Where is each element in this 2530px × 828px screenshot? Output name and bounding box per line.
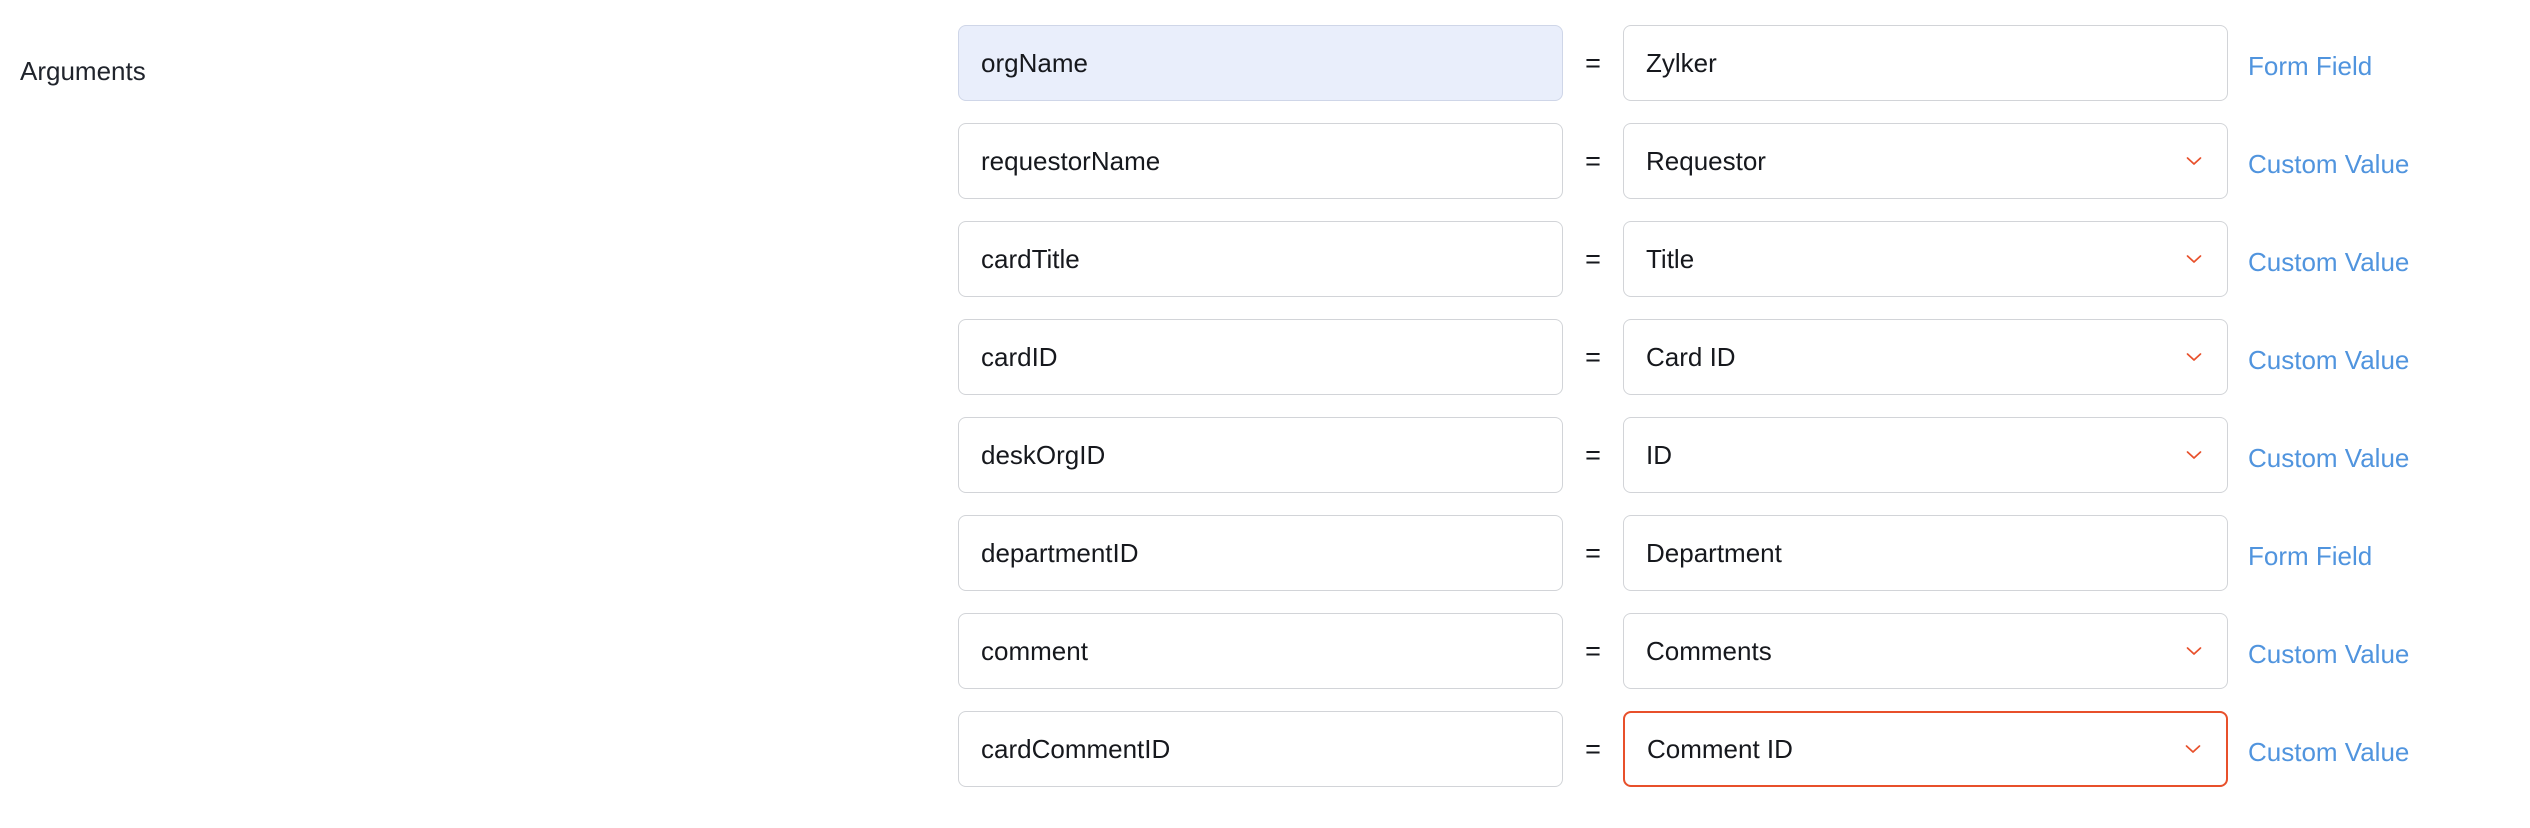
argument-type-link[interactable]: Custom Value (2248, 639, 2410, 669)
equals-symbol: = (1585, 48, 1601, 78)
equals-symbol: = (1585, 636, 1601, 666)
argument-key-input[interactable]: cardCommentID (958, 711, 1563, 787)
argument-value-text: Card ID (1646, 342, 1736, 372)
chevron-down-icon[interactable] (2182, 738, 2204, 760)
equals-symbol: = (1585, 538, 1601, 568)
argument-value-text: Department (1646, 538, 1782, 568)
argument-row: cardID = Card ID Custom Value (958, 319, 2498, 395)
argument-key-text: comment (981, 636, 1088, 666)
argument-type-link[interactable]: Custom Value (2248, 443, 2410, 473)
argument-key-text: departmentID (981, 538, 1139, 568)
argument-type-link[interactable]: Custom Value (2248, 149, 2410, 179)
argument-value-text: Zylker (1646, 48, 1717, 78)
argument-value-dropdown[interactable]: ID (1623, 417, 2228, 493)
argument-value-input[interactable]: Department (1623, 515, 2228, 591)
argument-row: cardTitle = Title Custom Value (958, 221, 2498, 297)
argument-type-link[interactable]: Custom Value (2248, 345, 2410, 375)
argument-key-text: cardCommentID (981, 734, 1171, 764)
argument-key-input[interactable]: departmentID (958, 515, 1563, 591)
argument-key-input[interactable]: cardID (958, 319, 1563, 395)
argument-type-link[interactable]: Form Field (2248, 541, 2373, 571)
argument-type-link[interactable]: Custom Value (2248, 247, 2410, 277)
argument-key-text: deskOrgID (981, 440, 1106, 470)
argument-key-input[interactable]: cardTitle (958, 221, 1563, 297)
argument-row: cardCommentID = Comment ID Custom Value (958, 711, 2498, 787)
argument-value-text: Comments (1646, 636, 1772, 666)
chevron-down-icon[interactable] (2183, 346, 2205, 368)
argument-row: departmentID = Department Form Field (958, 515, 2498, 591)
argument-key-text: orgName (981, 48, 1088, 78)
argument-key-text: cardTitle (981, 244, 1080, 274)
argument-key-input[interactable]: deskOrgID (958, 417, 1563, 493)
argument-value-dropdown[interactable]: Comment ID (1623, 711, 2228, 787)
equals-symbol: = (1585, 734, 1601, 764)
chevron-down-icon[interactable] (2183, 444, 2205, 466)
argument-value-input[interactable]: Zylker (1623, 25, 2228, 101)
equals-symbol: = (1585, 342, 1601, 372)
argument-value-text: Comment ID (1647, 734, 1793, 764)
argument-type-link[interactable]: Form Field (2248, 51, 2373, 81)
argument-key-text: cardID (981, 342, 1058, 372)
argument-row: deskOrgID = ID Custom Value (958, 417, 2498, 493)
argument-key-input[interactable]: orgName (958, 25, 1563, 101)
argument-value-dropdown[interactable]: Comments (1623, 613, 2228, 689)
argument-value-text: Requestor (1646, 146, 1766, 176)
argument-row: requestorName = Requestor Custom Value (958, 123, 2498, 199)
chevron-down-icon[interactable] (2183, 248, 2205, 270)
argument-key-text: requestorName (981, 146, 1161, 176)
argument-key-input[interactable]: requestorName (958, 123, 1563, 199)
argument-key-input[interactable]: comment (958, 613, 1563, 689)
argument-row: orgName = Zylker Form Field (958, 25, 2498, 101)
argument-row: comment = Comments Custom Value (958, 613, 2498, 689)
chevron-down-icon[interactable] (2183, 150, 2205, 172)
argument-value-text: ID (1646, 440, 1672, 470)
argument-value-dropdown[interactable]: Card ID (1623, 319, 2228, 395)
argument-value-dropdown[interactable]: Title (1623, 221, 2228, 297)
equals-symbol: = (1585, 146, 1601, 176)
equals-symbol: = (1585, 244, 1601, 274)
argument-type-link[interactable]: Custom Value (2248, 737, 2410, 767)
page-title: Arguments (20, 56, 146, 86)
chevron-down-icon[interactable] (2183, 640, 2205, 662)
equals-symbol: = (1585, 440, 1601, 470)
argument-value-text: Title (1646, 244, 1695, 274)
argument-value-dropdown[interactable]: Requestor (1623, 123, 2228, 199)
